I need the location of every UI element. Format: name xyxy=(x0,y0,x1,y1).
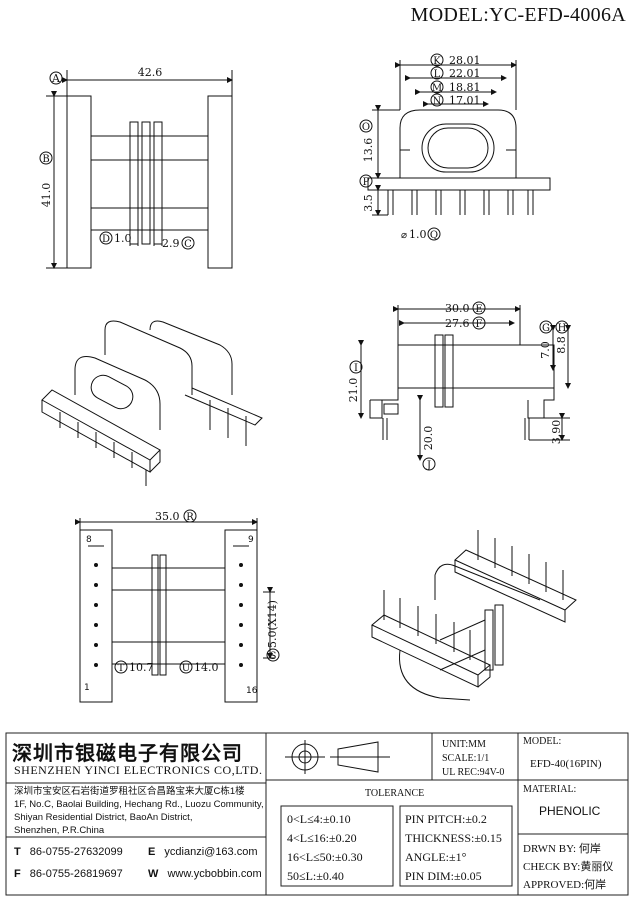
contact-email: E ycdianzi@163.com xyxy=(148,846,258,858)
contact-fax: F 86-0755-26819697 xyxy=(14,868,123,880)
tolerance-row: THICKNESS:±0.15 xyxy=(405,831,502,845)
pin-label-9: 9 xyxy=(248,535,254,545)
contact-tel: T 86-0755-27632099 xyxy=(14,846,123,858)
dim-n-tag: N xyxy=(433,96,442,107)
company-address: 深圳市宝安区石岩街道罗租社区合昌路宝来大厦C栋1楼 1F, No.C, Baol… xyxy=(14,785,264,837)
tel-value: 86-0755-27632099 xyxy=(29,846,123,858)
tolerance-row: 50≤L:±0.40 xyxy=(287,869,344,883)
checked-by: CHECK BY:黄丽仪 xyxy=(523,861,614,873)
tolerance-row: 0<L≤4:±0.10 xyxy=(287,812,351,826)
dim-pin-length: 3.90 xyxy=(550,420,563,445)
dim-i-value: 21.0 xyxy=(347,378,360,403)
dim-m-tag: M xyxy=(432,83,442,94)
fax-value: 86-0755-26819697 xyxy=(29,868,123,880)
dim-p-value: 3.5 xyxy=(362,194,375,212)
dim-c-value: 2.9 xyxy=(162,237,180,250)
tolerance-title: TOLERANCE xyxy=(365,788,425,799)
pin-markers xyxy=(94,563,243,667)
dim-t-value: 10.7 xyxy=(129,661,154,674)
dim-r-tag: R xyxy=(186,512,194,523)
material-value: PHENOLIC xyxy=(539,804,601,818)
company-name-en: SHENZHEN YINCI ELECTRONICS CO,LTD. xyxy=(14,763,263,777)
tel-label: T xyxy=(14,846,21,858)
dim-f-tag: F xyxy=(476,319,483,330)
tolerance-row: 4<L≤16:±0.20 xyxy=(287,831,357,845)
dim-q-prefix: ⌀ xyxy=(401,230,407,241)
address-line: 深圳市宝安区石岩街道罗租社区合昌路宝来大厦C栋1楼 xyxy=(14,786,245,797)
pin-label-8: 8 xyxy=(86,535,92,545)
dim-q-tag: Q xyxy=(430,230,438,241)
tolerance-row: PIN DIM:±0.05 xyxy=(405,869,482,883)
iso-view-left xyxy=(41,320,263,486)
dim-g-value: 7.0 xyxy=(539,341,552,359)
projection-symbol xyxy=(285,740,390,774)
address-line: Shenzhen, P.R.China xyxy=(14,825,105,836)
dim-l-value: 22.01 xyxy=(449,67,481,80)
drawn-by: DRWN BY: 何岸 xyxy=(523,843,601,855)
fax-label: F xyxy=(14,868,21,880)
material-label: MATERIAL: xyxy=(523,784,577,795)
dim-d-tag: D xyxy=(102,234,110,245)
dim-g-tag: G xyxy=(542,323,550,334)
tolerance-row: 16<L≤50:±0.30 xyxy=(287,850,363,864)
model-value: EFD-40(16PIN) xyxy=(530,758,602,770)
dim-u-value: 14.0 xyxy=(194,661,219,674)
tolerance-row: PIN PITCH:±0.2 xyxy=(405,812,487,826)
ul-rec: UL REC:94V-0 xyxy=(442,767,505,778)
dim-a-tag: A xyxy=(51,72,61,85)
dim-d-value: 1.0 xyxy=(114,232,132,245)
address-line: Shiyan Residential District, BaoAn Distr… xyxy=(14,812,193,823)
dim-j-tag: J xyxy=(426,460,431,471)
bottom-left-view xyxy=(75,518,275,703)
iso-view-right xyxy=(371,530,577,701)
dim-e-tag: E xyxy=(475,304,482,315)
dim-t-tag: T xyxy=(118,663,125,674)
dim-u-tag: U xyxy=(182,663,190,674)
tolerance-row: ANGLE:±1° xyxy=(405,850,467,864)
dim-n-value: 17.01 xyxy=(449,94,481,107)
dim-o-value: 13.6 xyxy=(362,138,375,163)
dim-f-value: 27.6 xyxy=(445,317,470,330)
pin-label-16: 16 xyxy=(246,686,258,696)
dim-m-value: 18.81 xyxy=(449,81,481,94)
dim-e-value: 30.0 xyxy=(445,302,470,315)
web-label: W xyxy=(148,868,159,880)
pin-label-1: 1 xyxy=(84,683,90,693)
approved-by: APPROVED:何岸 xyxy=(523,879,607,891)
top-right-view xyxy=(367,60,551,216)
dim-i-tag: I xyxy=(354,363,358,374)
dim-b-tag: B xyxy=(42,154,49,165)
dim-b-value: 41.0 xyxy=(40,183,53,208)
company-name-cn: 深圳市银磁电子有限公司 xyxy=(12,741,243,765)
dim-p-tag: P xyxy=(363,177,370,188)
dim-a-value: 42.6 xyxy=(138,66,163,79)
dim-l-tag: L xyxy=(434,69,441,80)
dim-h-value: 8.8 xyxy=(555,336,568,354)
model-label: MODEL: xyxy=(523,736,562,747)
dim-s-tag: S xyxy=(270,651,277,662)
top-left-view xyxy=(46,70,233,269)
dim-c-tag: C xyxy=(184,239,192,250)
dim-s-value: 5.0(X14) xyxy=(266,600,279,648)
dim-k-tag: K xyxy=(433,56,441,67)
dim-r-value: 35.0 xyxy=(155,510,180,523)
tolerance-right: PIN PITCH:±0.2 THICKNESS:±0.15 ANGLE:±1°… xyxy=(405,810,502,886)
unit: UNIT:MM xyxy=(442,739,486,750)
middle-right-view xyxy=(358,305,571,461)
dim-q-value: 1.0 xyxy=(409,228,427,241)
web-value: www.ycbobbin.com xyxy=(167,868,262,880)
address-line: 1F, No.C, Baolai Building, Hechang Rd., … xyxy=(14,799,264,810)
title-block-frame xyxy=(5,732,629,896)
email-value: ycdianzi@163.com xyxy=(164,846,258,858)
dim-o-tag: O xyxy=(362,122,370,133)
email-label: E xyxy=(148,846,156,858)
dim-k-value: 28.01 xyxy=(449,54,481,67)
model-title: MODEL:YC-EFD-4006A xyxy=(410,4,626,26)
tolerance-left: 0<L≤4:±0.10 4<L≤16:±0.20 16<L≤50:±0.30 5… xyxy=(287,810,363,886)
scale: SCALE:1/1 xyxy=(442,753,490,764)
dim-j-value: 20.0 xyxy=(422,426,435,451)
dim-h-tag: H xyxy=(558,323,567,334)
contact-web: W www.ycbobbin.com xyxy=(148,868,262,880)
